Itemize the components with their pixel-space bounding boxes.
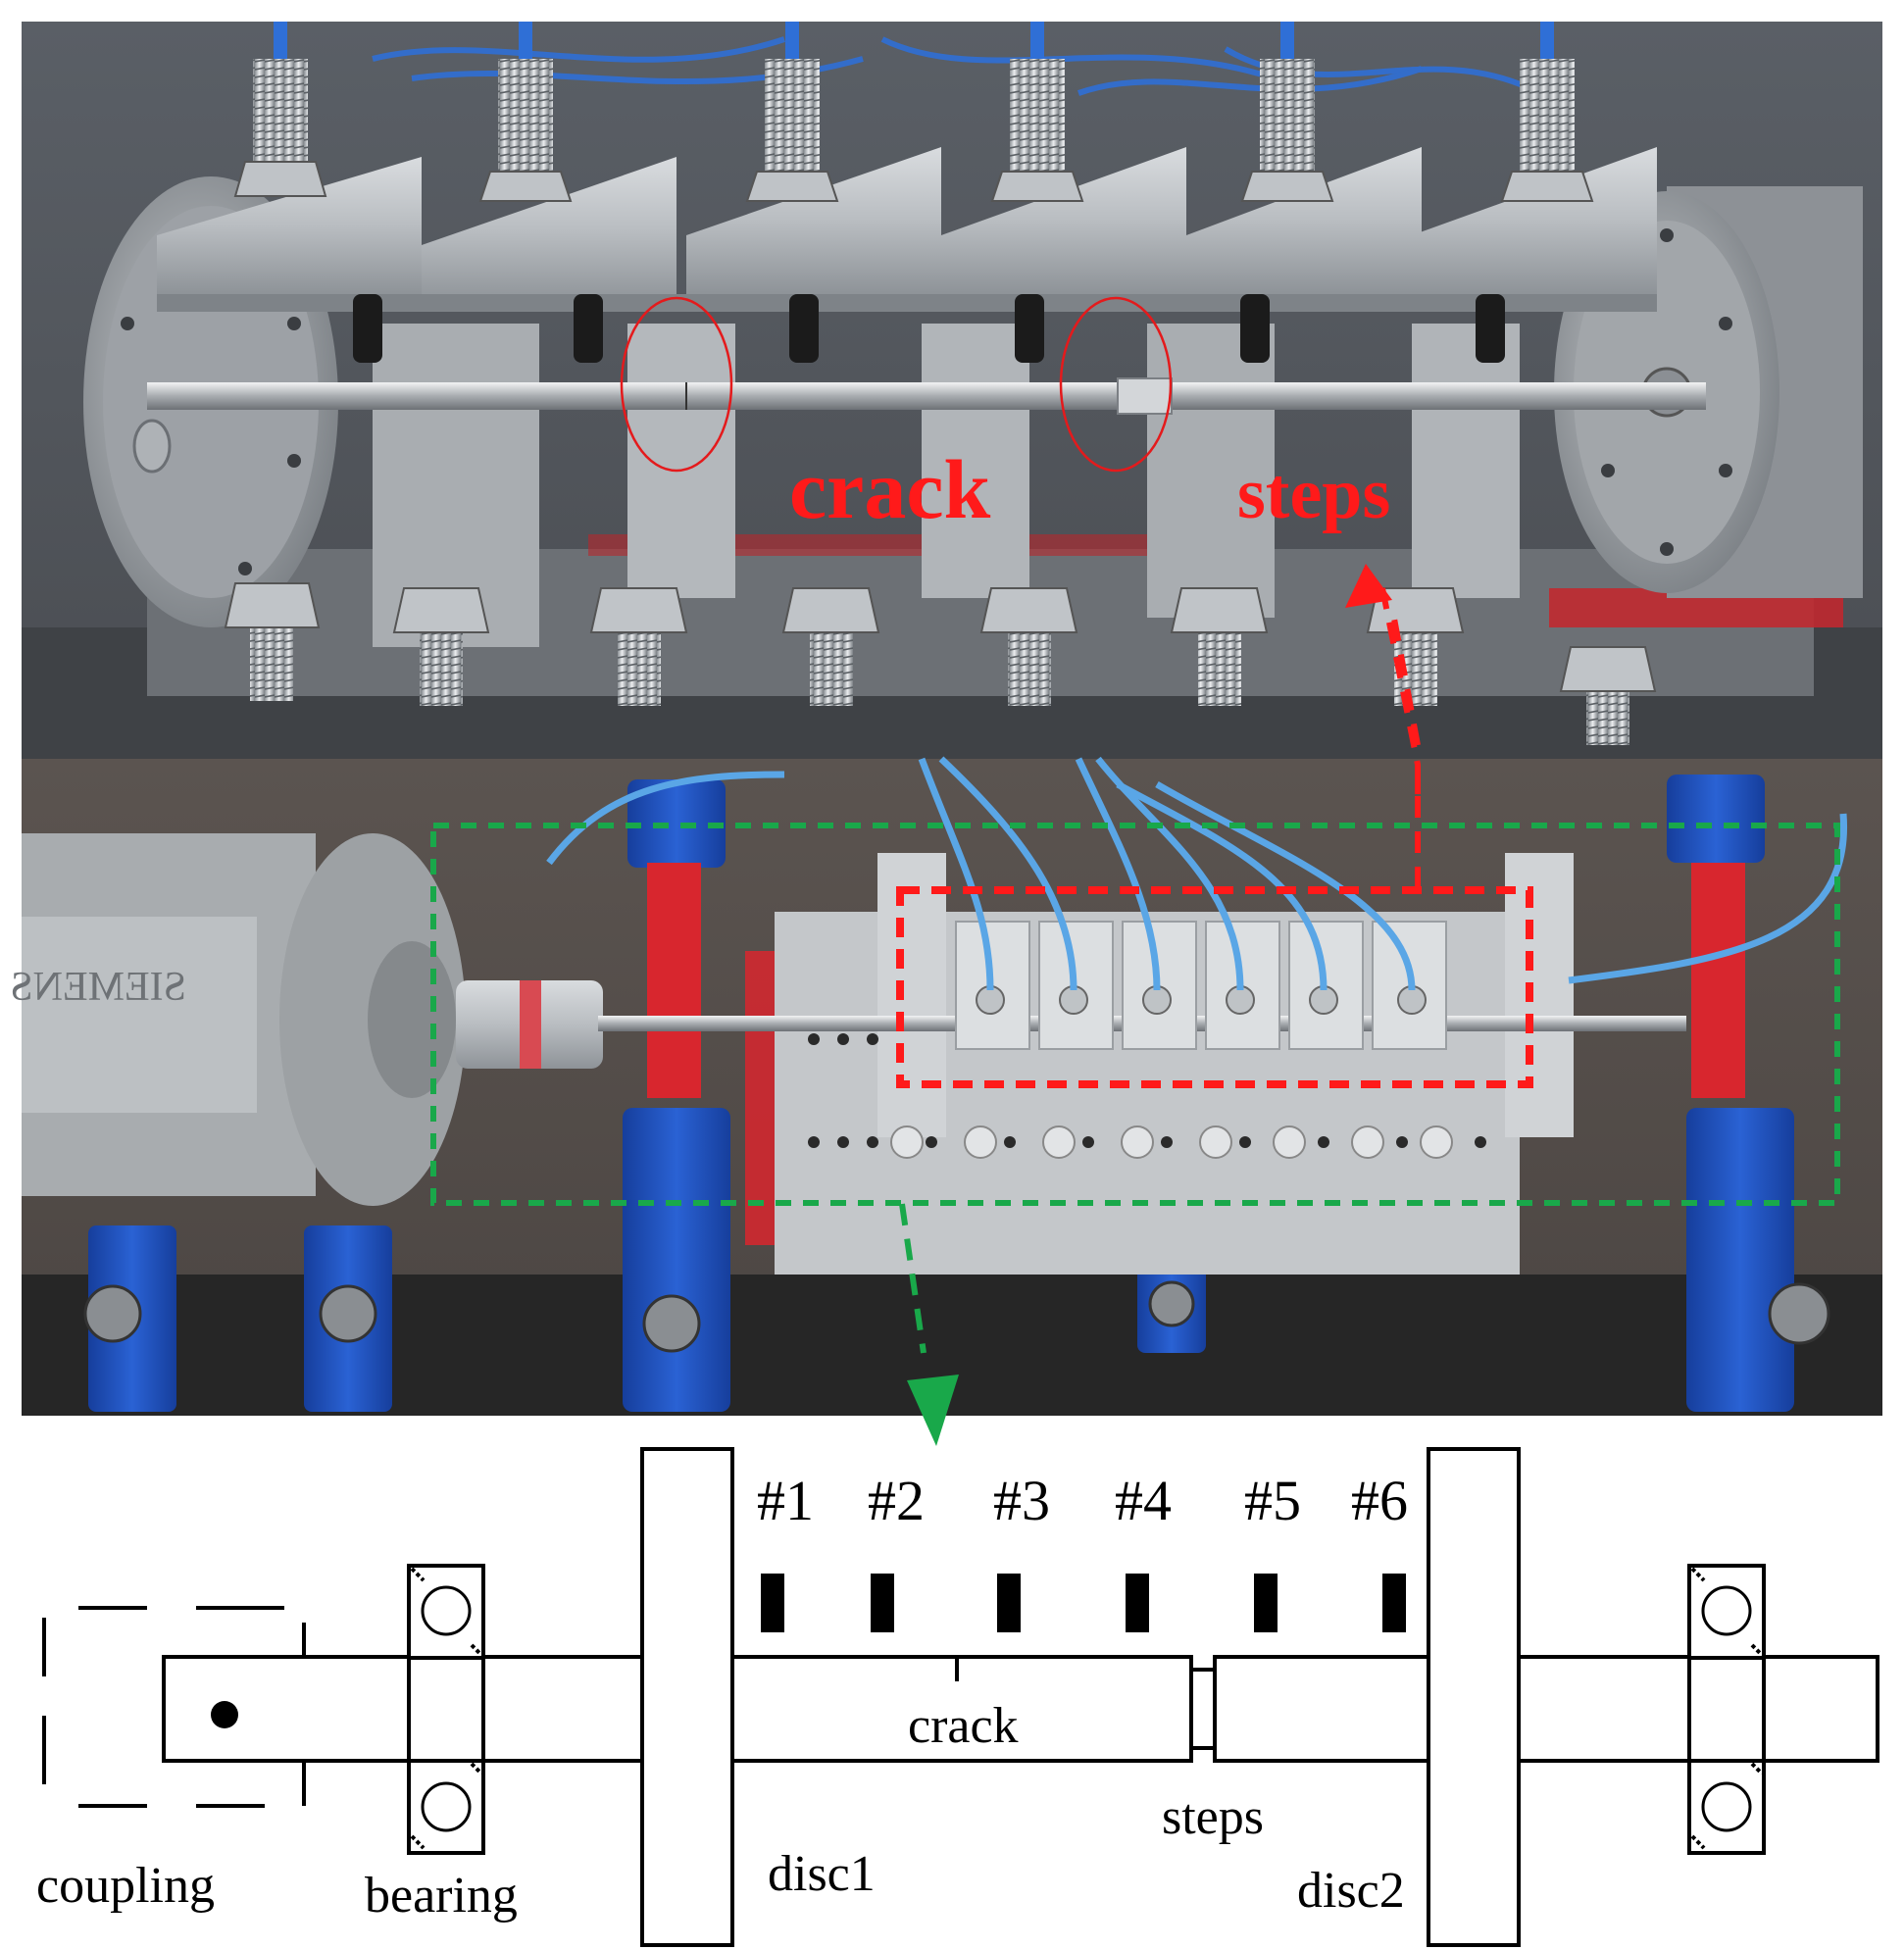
sensor-label-2: #2 xyxy=(868,1469,925,1532)
svg-text:SIEMENS: SIEMENS xyxy=(10,965,186,1010)
sensor-label-4: #4 xyxy=(1115,1469,1172,1532)
bearing-label: bearing xyxy=(365,1868,518,1924)
disc1-label: disc1 xyxy=(768,1846,876,1902)
disc1-shape xyxy=(640,1447,734,1947)
rig-highlight-box xyxy=(430,823,1840,1206)
disc2-shape xyxy=(1427,1447,1521,1947)
crack-label: crack xyxy=(908,1698,1019,1754)
sensor-label-5: #5 xyxy=(1244,1469,1301,1532)
right-bearing xyxy=(1687,1564,1766,1855)
probe-sensors-photo xyxy=(233,22,1594,363)
schematic-labels: #1 #2 #3 #4 #5 #6 crack steps coupling b… xyxy=(36,1469,1408,1924)
sensor-2-probe xyxy=(871,1574,894,1632)
sensor-5-probe xyxy=(1254,1574,1278,1632)
support-plates xyxy=(373,324,1520,647)
green-arrow-head xyxy=(907,1375,959,1446)
shaft-left-segment xyxy=(162,1655,644,1763)
sensor-4-probe xyxy=(1126,1574,1149,1632)
sensor-label-3: #3 xyxy=(993,1469,1050,1532)
sensor-1-probe xyxy=(761,1574,784,1632)
sensor-probes xyxy=(761,1574,1406,1632)
sensor-label-1: #1 xyxy=(757,1469,814,1532)
shaft-photo xyxy=(147,382,1706,410)
sensor-blocks-photo xyxy=(157,147,1657,312)
steps-label: steps xyxy=(1162,1789,1264,1845)
photo-crack-label: crack xyxy=(789,442,991,536)
callout-arrows xyxy=(899,564,1421,1446)
sensor-label-6: #6 xyxy=(1351,1469,1408,1532)
steps-shape xyxy=(1189,1668,1217,1750)
shaft-right-middle-segment xyxy=(1213,1655,1430,1763)
shaft-right-segment xyxy=(1517,1655,1879,1763)
crack-highlight-ellipse xyxy=(620,296,733,473)
red-arrow-head xyxy=(1345,564,1392,608)
coupling-label: coupling xyxy=(36,1858,215,1914)
disc2-label: disc2 xyxy=(1297,1863,1405,1919)
motor-photo: SIEMENS xyxy=(10,833,466,1206)
top-photo: crack steps xyxy=(22,22,1882,759)
photo-steps-label: steps xyxy=(1237,454,1390,534)
sensor-3-probe xyxy=(997,1574,1021,1632)
left-bearing xyxy=(407,1564,485,1855)
steps-highlight-ellipse xyxy=(1059,296,1173,473)
coupling-outline xyxy=(42,1606,306,1808)
bottom-bolts-photo xyxy=(224,582,1657,745)
coupling-pin xyxy=(211,1701,238,1728)
sensor-highlight-box xyxy=(896,886,1533,1088)
schematic xyxy=(42,1447,1879,1947)
blue-clamps-photo xyxy=(83,775,1830,1412)
sensor-6-probe xyxy=(1382,1574,1406,1632)
middle-photo: SIEMENS xyxy=(10,756,1882,1416)
shaft-middle-segment xyxy=(730,1655,1193,1763)
